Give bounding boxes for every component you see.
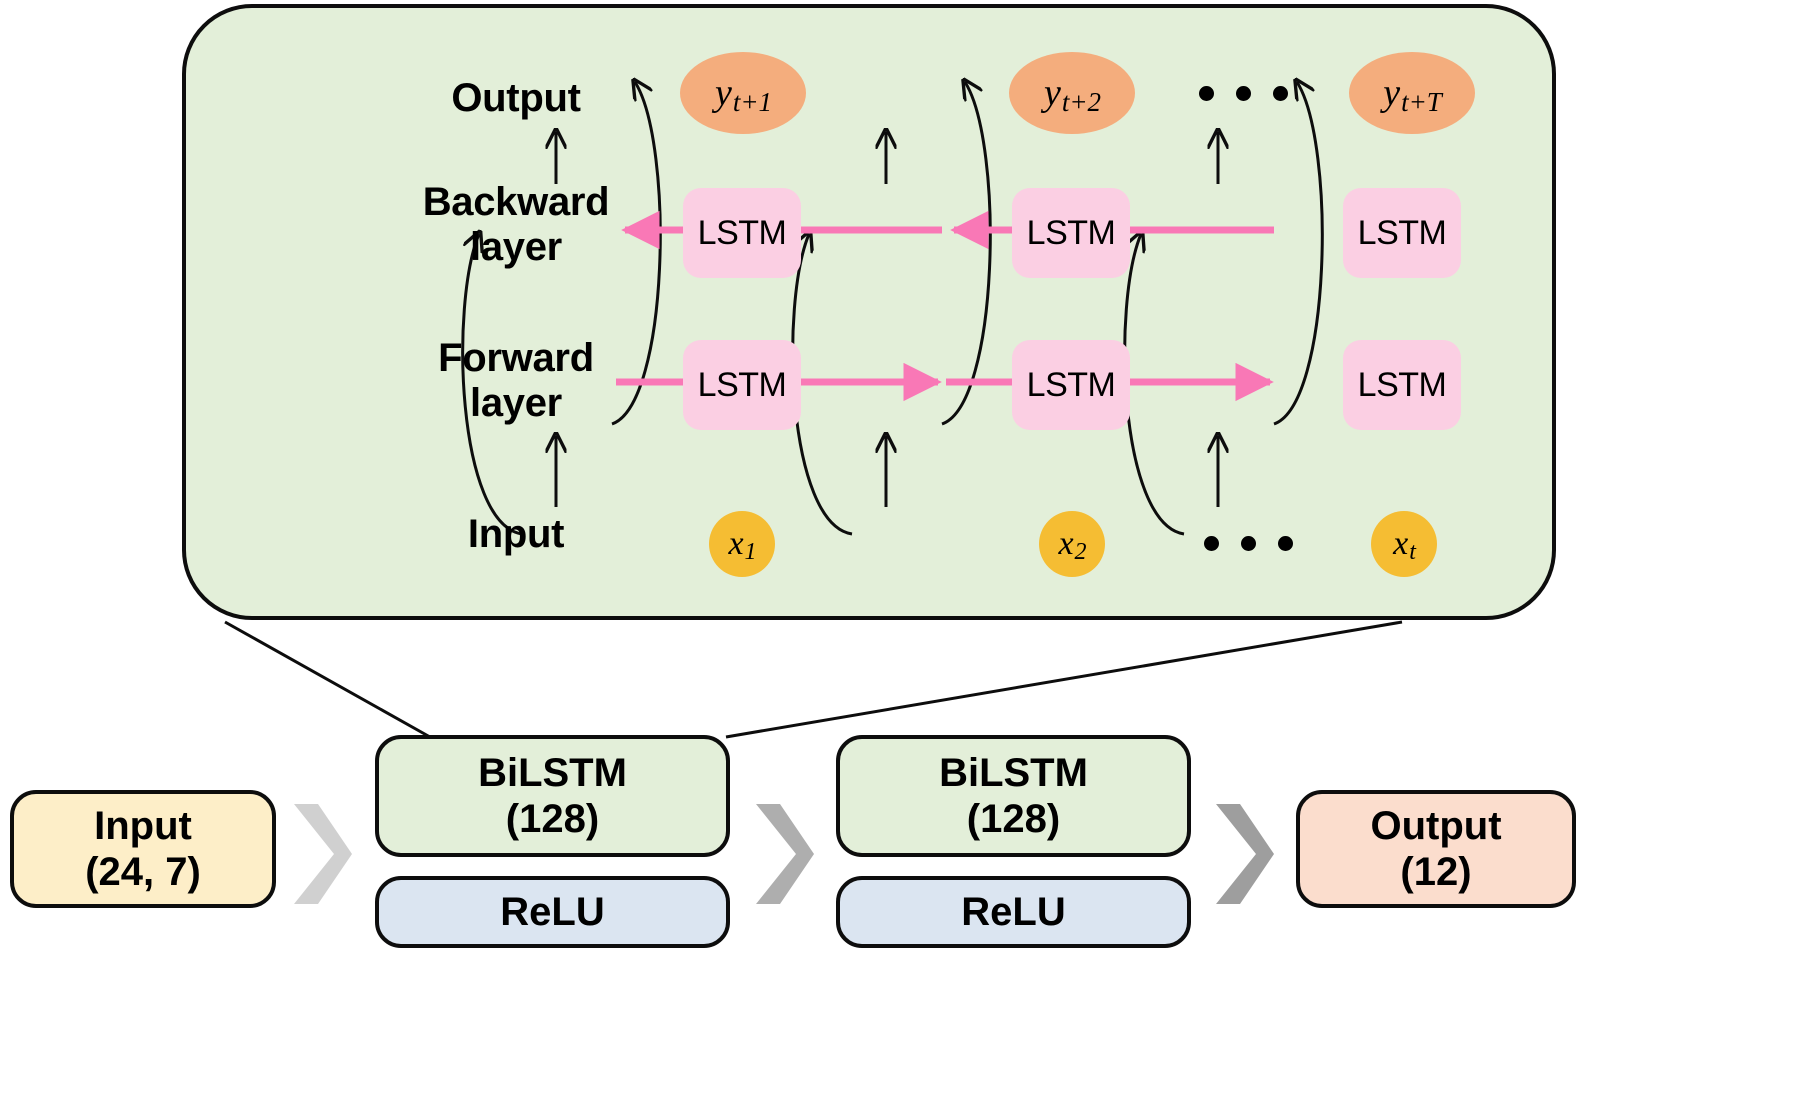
pipeline-activation-relu-2: ReLU bbox=[836, 876, 1191, 948]
chevron-right-icon bbox=[294, 804, 352, 904]
callout-line-right bbox=[725, 620, 1403, 739]
lstm-cell-backward-1: LSTM bbox=[683, 188, 801, 278]
output-node-base: y bbox=[1043, 72, 1061, 114]
ellipsis-input-row bbox=[1204, 536, 1293, 551]
pipeline-stage-label: BiLSTM bbox=[939, 751, 1088, 795]
output-node-base: y bbox=[714, 72, 732, 114]
pipeline-stage-label: Output bbox=[1370, 804, 1502, 848]
pipeline-stage-units: (128) bbox=[966, 797, 1061, 841]
output-node-subscript: t+1 bbox=[732, 86, 773, 117]
pipeline-stage-output: Output (12) bbox=[1296, 790, 1576, 908]
output-node-subscript: t+2 bbox=[1061, 86, 1102, 117]
pipeline-stage-label: BiLSTM bbox=[478, 751, 627, 795]
chevron-right-icon bbox=[756, 804, 814, 904]
pipeline-stage-shape: (24, 7) bbox=[85, 850, 201, 894]
pipeline-stage-units: (128) bbox=[505, 797, 600, 841]
curve-forward2-to-y2 bbox=[941, 82, 992, 426]
ellipsis-dot bbox=[1204, 536, 1219, 551]
pipeline-stage-label: Input bbox=[94, 804, 192, 848]
curve-x3-to-backward3 bbox=[1123, 234, 1185, 536]
lstm-cell-forward-3: LSTM bbox=[1343, 340, 1461, 430]
bilstm-detail-panel: Output Backward layer Forward layer Inpu… bbox=[182, 4, 1556, 620]
row-label-input: Input bbox=[467, 512, 565, 556]
row-label-forward-layer: Forward layer bbox=[438, 336, 594, 425]
lstm-cell-backward-3: LSTM bbox=[1343, 188, 1461, 278]
ellipsis-dot bbox=[1273, 86, 1288, 101]
lstm-cell-forward-2: LSTM bbox=[1012, 340, 1130, 430]
input-node-base: x bbox=[1393, 525, 1409, 562]
input-node-subscript: 2 bbox=[1074, 538, 1087, 565]
callout-line-left bbox=[224, 620, 431, 739]
lstm-cell-forward-1: LSTM bbox=[683, 340, 801, 430]
ellipsis-output-row bbox=[1199, 86, 1288, 101]
curve-forward3-to-y3 bbox=[1273, 82, 1324, 426]
input-node-base: x bbox=[1058, 525, 1074, 562]
pipeline-activation-relu-1: ReLU bbox=[375, 876, 730, 948]
ellipsis-dot bbox=[1236, 86, 1251, 101]
pipeline-stage-bilstm-1: BiLSTM (128) bbox=[375, 735, 730, 857]
row-label-backward-layer: Backward layer bbox=[422, 180, 610, 269]
input-node-base: x bbox=[728, 525, 744, 562]
ellipsis-dot bbox=[1278, 536, 1293, 551]
pipeline-stage-bilstm-2: BiLSTM (128) bbox=[836, 735, 1191, 857]
chevron-right-icon bbox=[1216, 804, 1274, 904]
ellipsis-dot bbox=[1241, 536, 1256, 551]
row-label-output: Output bbox=[451, 76, 581, 120]
output-node-subscript: t+T bbox=[1401, 86, 1442, 117]
input-node-subscript: 1 bbox=[744, 538, 757, 565]
pipeline-stage-input: Input (24, 7) bbox=[10, 790, 276, 908]
lstm-cell-backward-2: LSTM bbox=[1012, 188, 1130, 278]
curve-x2-to-backward2 bbox=[791, 234, 853, 536]
input-node-subscript: t bbox=[1409, 538, 1416, 565]
pipeline-stage-shape: (12) bbox=[1400, 850, 1472, 894]
ellipsis-dot bbox=[1199, 86, 1214, 101]
output-node-base: y bbox=[1383, 72, 1401, 114]
